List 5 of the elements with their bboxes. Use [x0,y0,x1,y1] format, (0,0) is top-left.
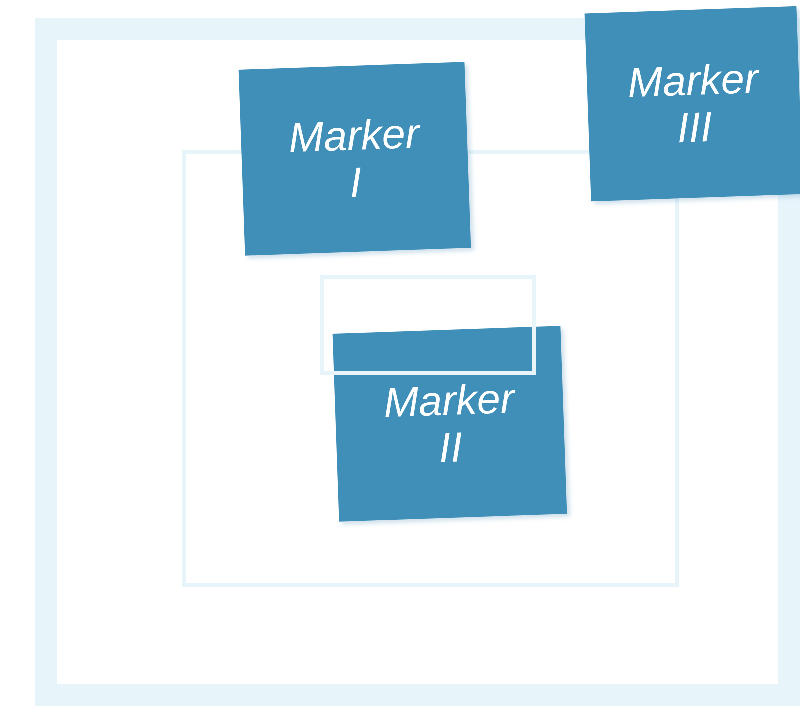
frame-rectangle [320,275,536,375]
note-text: Marker I [287,109,422,208]
note-text: Marker II [382,374,516,474]
frame-rectangle [35,18,800,706]
note-text: Marker III [626,54,760,154]
